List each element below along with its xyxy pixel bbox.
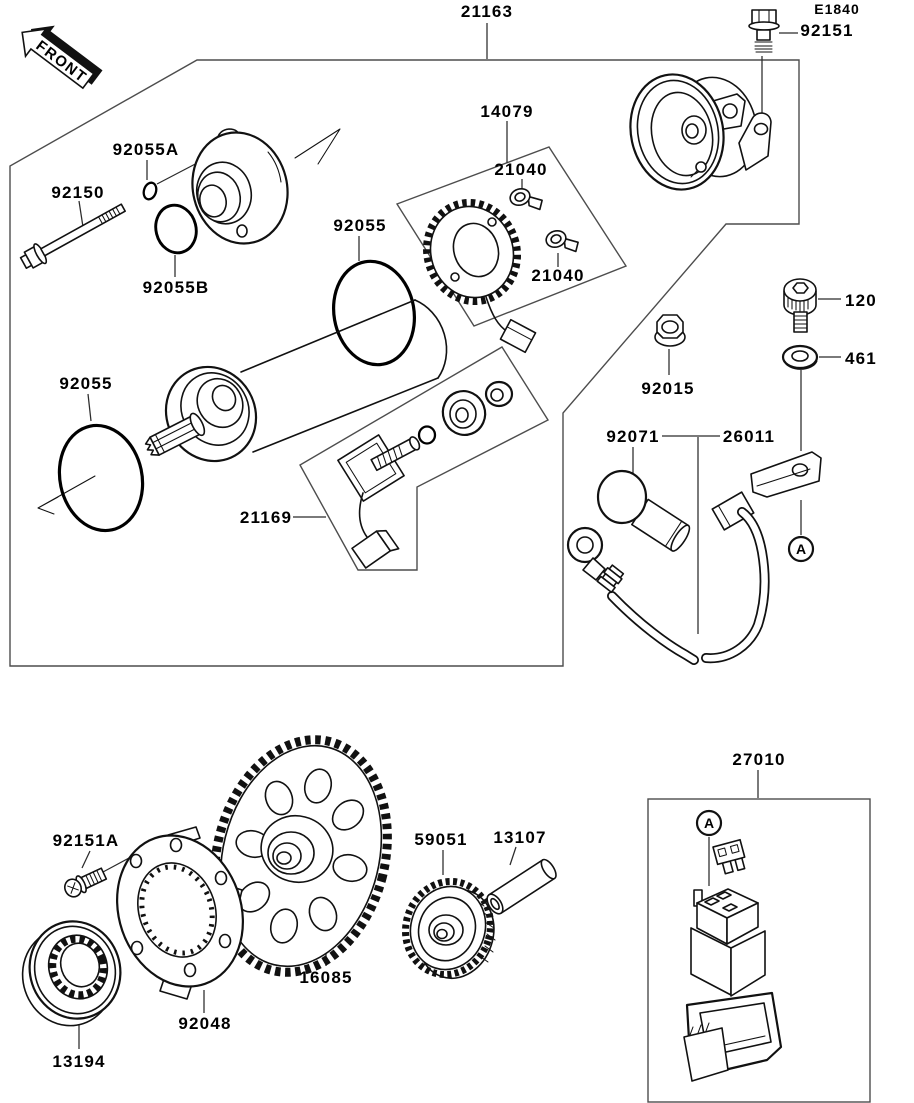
- part-label-13194: 13194: [52, 1052, 105, 1071]
- end-cover-drawing: [629, 73, 772, 191]
- idler-gear-16085-drawing: [210, 735, 392, 977]
- washer-461-drawing: [781, 344, 819, 370]
- brush-21040-a-drawing: [509, 187, 543, 211]
- fuse-drawing: [712, 838, 746, 875]
- starter-gear-59051-drawing: [401, 877, 496, 980]
- o-ring-92055-left-drawing: [57, 423, 145, 533]
- part-label-16085: 16085: [299, 968, 352, 987]
- detail-circle-a-lower: A: [695, 809, 723, 837]
- part-label-21169: 21169: [240, 508, 292, 527]
- cable-bracket-drawing: [711, 451, 822, 531]
- part-label-21163: 21163: [461, 2, 513, 21]
- starter-relay-drawing: [690, 888, 766, 997]
- assembly-direction-arrows: [37, 128, 341, 515]
- part-label-92055-mid: 92055: [333, 216, 386, 235]
- o-ring-92055B-drawing: [154, 203, 198, 255]
- part-label-92151A: 92151A: [53, 831, 120, 850]
- assembly-outline-box: [9, 59, 800, 667]
- bolt-92150-drawing: [19, 203, 126, 269]
- starter-motor-drawing: [144, 299, 448, 463]
- part-label-26011: 26011: [723, 427, 775, 446]
- bolt-92151-drawing: [748, 9, 780, 53]
- part-label-27010: 27010: [732, 750, 785, 769]
- detail-ref-label-lower: A: [704, 815, 714, 831]
- page-code-label: E1840: [814, 1, 859, 17]
- brush-plate-drawing: [422, 198, 537, 354]
- part-label-92055B: 92055B: [143, 278, 210, 297]
- part-label-14079: 14079: [480, 102, 533, 121]
- detail-circle-a-upper: A: [787, 535, 815, 563]
- terminal-box-21169: [299, 346, 550, 571]
- battery-cable-drawing: [566, 507, 770, 665]
- part-label-92048: 92048: [178, 1014, 231, 1033]
- o-ring-92055-mid-drawing: [331, 259, 417, 367]
- part-label-92055A: 92055A: [113, 140, 180, 159]
- brush-21040-b-drawing: [545, 229, 579, 253]
- part-label-92015: 92015: [641, 379, 694, 398]
- shaft-13107-drawing: [486, 858, 557, 915]
- part-label-92071: 92071: [606, 427, 659, 446]
- part-label-92150: 92150: [51, 183, 104, 202]
- part-label-461: 461: [845, 349, 877, 368]
- one-way-clutch-13194-drawing: [21, 920, 122, 1027]
- bolt-120-drawing: [783, 278, 817, 333]
- screw-92151A-drawing: [64, 867, 108, 898]
- relay-detail-box-27010: [647, 798, 871, 1103]
- part-label-21040-a: 21040: [494, 160, 547, 179]
- clutch-plate-92048-drawing: [116, 826, 244, 1000]
- relay-cover-drawing: [683, 991, 783, 1082]
- part-label-92055-left: 92055: [59, 374, 112, 393]
- bearing-flange-drawing: [191, 128, 289, 245]
- part-label-120: 120: [845, 291, 877, 310]
- nut-92015-drawing: [654, 314, 686, 347]
- part-label-59051: 59051: [414, 830, 467, 849]
- part-label-21040-b: 21040: [531, 266, 584, 285]
- o-ring-92055A-drawing: [142, 181, 158, 201]
- detail-ref-label-upper: A: [796, 541, 806, 557]
- terminal-set-21169-drawing: [337, 380, 514, 569]
- front-arrow-icon: FRONT: [21, 25, 103, 90]
- terminal-cap-92071-drawing: [596, 469, 691, 552]
- leader-lines: [78, 23, 841, 1049]
- part-label-13107: 13107: [493, 828, 546, 847]
- part-label-92151: 92151: [800, 21, 853, 40]
